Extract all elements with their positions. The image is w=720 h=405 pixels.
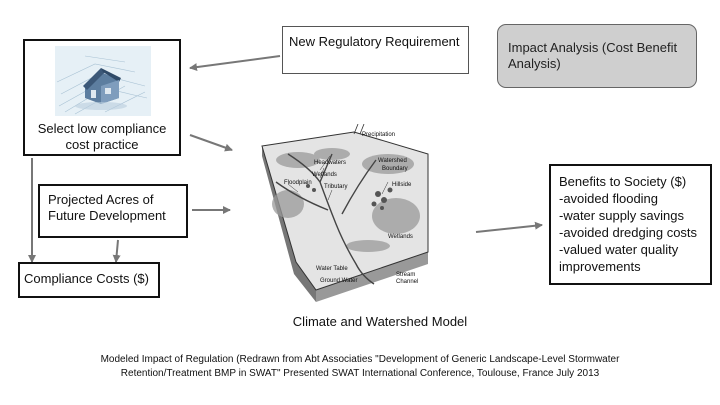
model-caption: Climate and Watershed Model (292, 314, 468, 329)
projected-acres-label: Projected Acres of Future Development (48, 192, 166, 223)
arrow-regulation-to-practice (189, 55, 281, 72)
compliance-costs-label: Compliance Costs ($) (24, 271, 149, 286)
footnote-line: Retention/Treatment BMP in SWAT" Present… (120, 368, 600, 379)
benefit-item: -water supply savings (559, 208, 684, 223)
watershed-label-water-table: Water Table (316, 266, 348, 272)
projected-acres-box: Projected Acres of Future Development (38, 184, 188, 238)
watershed-label-wetlands-lower: Wetlands (388, 234, 413, 240)
select-practice-label: Select low compliance cost practice (37, 121, 167, 152)
impact-analysis-box: Impact Analysis (Cost Benefit Analysis) (497, 24, 697, 88)
benefits-list: Benefits to Society ($) -avoided floodin… (559, 173, 711, 275)
benefits-title: Benefits to Society ($) (559, 174, 687, 189)
benefits-to-society-box: Benefits to Society ($) -avoided floodin… (549, 164, 712, 285)
footnote: Modeled Impact of Regulation (Redrawn fr… (30, 353, 690, 381)
watershed-label-tributary: Tributary (324, 184, 347, 190)
watershed-label-precipitation: Precipitation (362, 132, 395, 138)
new-regulatory-requirement-box: New Regulatory Requirement (282, 26, 469, 74)
watershed-label-floodplain: Floodplain (284, 180, 312, 186)
footnote-line: Modeled Impact of Regulation (Redrawn fr… (100, 354, 620, 365)
watershed-label-boundary: Boundary (382, 166, 408, 172)
benefit-item: -avoided dredging costs (559, 225, 698, 240)
watershed-label-watershed: Watershed (378, 158, 407, 164)
watershed-model-image: Precipitation Headwaters Watershed Bound… (261, 124, 429, 302)
watershed-label-ground-water: Ground Water (320, 278, 357, 284)
house-blueprint-image (55, 46, 151, 116)
compliance-costs-box: Compliance Costs ($) (18, 262, 160, 298)
benefit-item: -valued water quality improvements (559, 242, 679, 274)
select-practice-box: Select low compliance cost practice (23, 39, 181, 156)
watershed-label-hillside: Hillside (392, 182, 412, 188)
watershed-label-channel: Channel (396, 279, 418, 285)
watershed-label-headwaters: Headwaters (314, 160, 346, 166)
impact-analysis-label: Impact Analysis (Cost Benefit Analysis) (508, 40, 678, 71)
arrow-acres-to-costs (112, 239, 121, 263)
arrow-model-to-benefits (475, 221, 543, 233)
benefit-item: -avoided flooding (559, 191, 659, 206)
watershed-label-stream: Stream (396, 272, 415, 278)
arrow-practice-to-model (189, 134, 233, 152)
watershed-label-wetlands: Wetlands (312, 172, 337, 178)
regulatory-label: New Regulatory Requirement (289, 34, 460, 49)
